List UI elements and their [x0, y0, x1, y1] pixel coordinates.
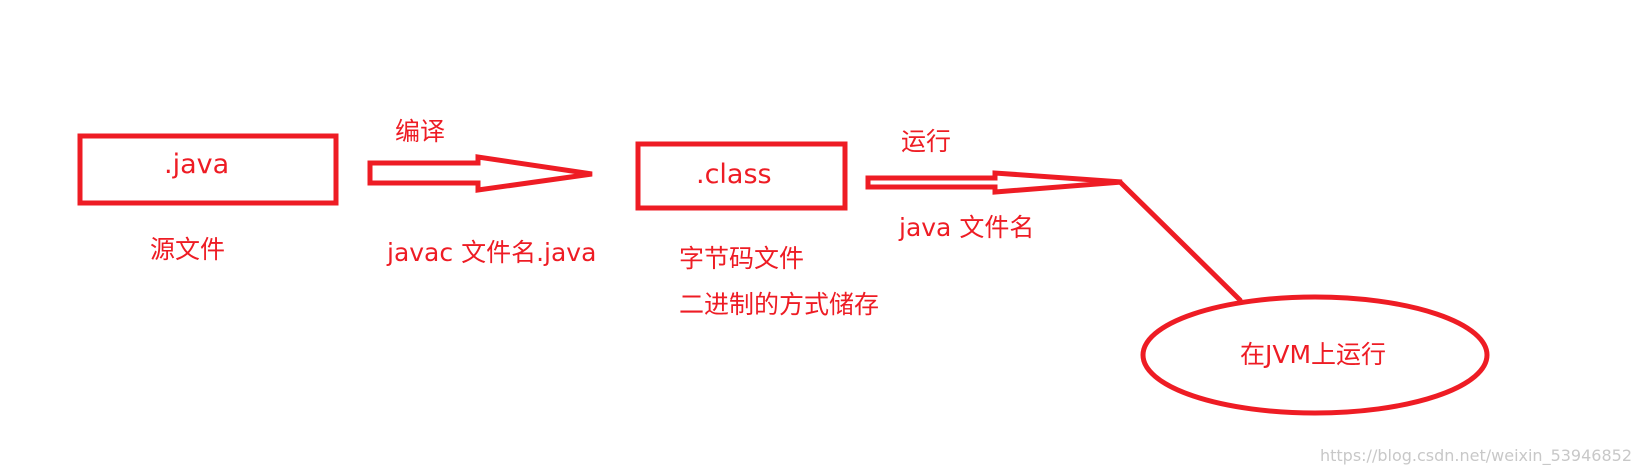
java-file-caption: 源文件 — [150, 235, 226, 264]
watermark-url: https://blog.csdn.net/weixin_53946852 — [1319, 446, 1632, 465]
jvm-connector-line — [1117, 179, 1243, 303]
jvm-label: 在JVM上运行 — [1240, 340, 1387, 369]
jvm-ellipse — [1140, 294, 1490, 416]
compile-command: javac 文件名.java — [387, 238, 597, 267]
compile-arrow — [367, 154, 593, 193]
java-file-box — [77, 133, 339, 206]
class-file-label: .class — [696, 159, 772, 190]
run-command: java 文件名 — [899, 213, 1035, 242]
java-file-label: .java — [164, 149, 230, 180]
run-arrow — [865, 170, 1123, 195]
run-label: 运行 — [901, 127, 952, 156]
compile-label: 编译 — [395, 117, 446, 146]
class-file-caption: 字节码文件 — [679, 244, 805, 273]
class-file-caption-binary: 二进制的方式储存 — [679, 290, 880, 319]
class-file-box — [635, 141, 848, 211]
